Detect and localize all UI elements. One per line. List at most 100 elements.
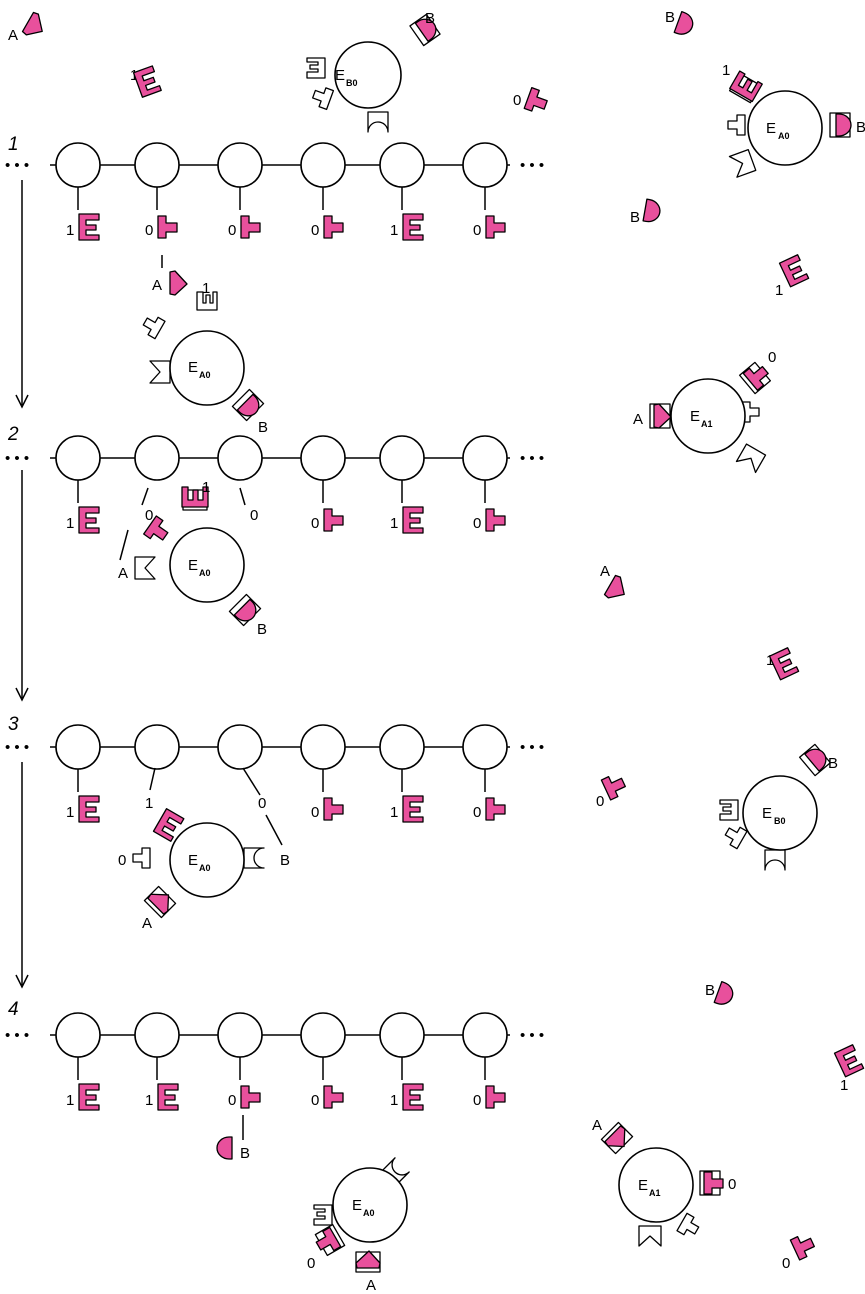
zero-label: 0 (513, 92, 521, 109)
enzyme-sub: A0 (363, 1208, 375, 1218)
symbol-0-icon (240, 215, 261, 239)
tape-ellipsis-left: • • • (5, 450, 29, 467)
b-label: B (258, 419, 268, 436)
tape-value-label: 1 (390, 804, 398, 821)
enzyme-label: E (762, 805, 772, 822)
loose-1-edge: 1 (833, 1044, 865, 1094)
one-label: 1 (722, 62, 730, 79)
symbol-1-icon (78, 795, 100, 823)
enzyme-sub: A0 (199, 863, 211, 873)
symbol-0-icon (323, 215, 344, 239)
enzyme-label: E (335, 67, 345, 84)
tape-ellipsis-left: • • • (5, 1027, 29, 1044)
symbol-0-icon (485, 508, 506, 532)
tape-value-label: 0 (311, 804, 319, 821)
free-enzyme-b0-top: E B0 B (306, 10, 441, 133)
loose-0: 0 (513, 87, 551, 116)
symbol-1-icon (402, 506, 424, 534)
tape-value-label: 1 (66, 222, 74, 239)
a-label: A (118, 565, 128, 582)
tape-value-label: 0 (228, 222, 236, 239)
enzyme-b0-right: B E B0 (719, 743, 838, 871)
enzyme-sub: A0 (778, 131, 790, 141)
one-label: 1 (145, 795, 153, 812)
enzyme-sub: A1 (649, 1188, 661, 1198)
symbol-0-icon (485, 1085, 506, 1109)
step-number: 4 (8, 999, 19, 1020)
tape-bead (379, 724, 425, 770)
symbol-0-icon (485, 215, 506, 239)
tape-bead (55, 435, 101, 481)
zero-label: 0 (250, 507, 258, 524)
tape-bead (462, 435, 508, 481)
tape-bead (462, 142, 508, 188)
tape-ellipsis-right: • • • (520, 157, 544, 174)
tape-bead (217, 724, 263, 770)
enzyme-sub: B0 (774, 816, 786, 826)
loose-1-right: 1 (775, 254, 810, 299)
b-label: B (828, 755, 838, 772)
a-label: A (152, 277, 162, 294)
tape-value-label: 1 (66, 1092, 74, 1109)
zero-label: 0 (768, 349, 776, 366)
enzyme-a0-step4: 0 A E A0 (307, 1157, 410, 1294)
symbol-0-icon (323, 1085, 344, 1109)
loose-b-mid: B (630, 198, 663, 226)
enzyme-label: E (638, 1177, 648, 1194)
enzyme-label: E (766, 120, 776, 137)
tape: • • • • • • 1 0 1 0 (5, 724, 544, 823)
released-b: B (216, 1115, 250, 1162)
tape-bead (379, 435, 425, 481)
tape-bead (134, 1012, 180, 1058)
symbol-1-icon (402, 1083, 424, 1111)
loose-0-bottom: 0 (782, 1231, 818, 1272)
zero-label: 0 (307, 1255, 315, 1272)
enzyme-sub: A1 (701, 419, 713, 429)
tape-ellipsis-right: • • • (520, 739, 544, 756)
tape-bead (379, 1012, 425, 1058)
a-label: A (366, 1277, 376, 1294)
tape-bead (300, 1012, 346, 1058)
enzyme-a1-bottom-right: A 0 E A1 (592, 1117, 736, 1247)
loose-a-right: A (600, 563, 632, 605)
enzyme-label: E (352, 1197, 362, 1214)
tape-bead (300, 142, 346, 188)
zero-label: 0 (596, 793, 604, 810)
zero-label: 0 (118, 852, 126, 869)
tape-bead (55, 1012, 101, 1058)
enzyme-label: E (188, 852, 198, 869)
incoming-a: A (152, 255, 188, 296)
b-label: B (425, 10, 435, 27)
tape-value-label: 1 (66, 515, 74, 532)
enzyme-a1-right: 0 A E A1 (633, 349, 776, 474)
zero-label: 0 (782, 1255, 790, 1272)
step-number: 1 (8, 134, 19, 155)
tape-bead (300, 435, 346, 481)
tape-bead (134, 724, 180, 770)
tape-bead (55, 142, 101, 188)
loose-b-right-low: B (705, 981, 737, 1009)
tape-value-label: 0 (311, 222, 319, 239)
enzyme-a0-step1: 1 E A0 B (139, 280, 268, 436)
enzyme-label: E (690, 408, 700, 425)
tape-value-label: 0 (311, 515, 319, 532)
symbol-1-icon (402, 795, 424, 823)
tape-bead (134, 435, 180, 481)
tape-bead (462, 724, 508, 770)
tape-ellipsis-left: • • • (5, 157, 29, 174)
enzyme-sub: B0 (346, 78, 358, 88)
tape-value-label: 0 (473, 515, 481, 532)
one-label: 1 (840, 1077, 848, 1094)
b-label: B (665, 9, 675, 26)
tape-bead (55, 724, 101, 770)
a-label: A (142, 915, 152, 932)
tape-bead (217, 435, 263, 481)
tape-value-label: 1 (390, 515, 398, 532)
tape-value-label: 0 (473, 804, 481, 821)
tape-ellipsis-left: • • • (5, 739, 29, 756)
tape-value-label: 1 (145, 1092, 153, 1109)
tape-value-label: 0 (145, 222, 153, 239)
